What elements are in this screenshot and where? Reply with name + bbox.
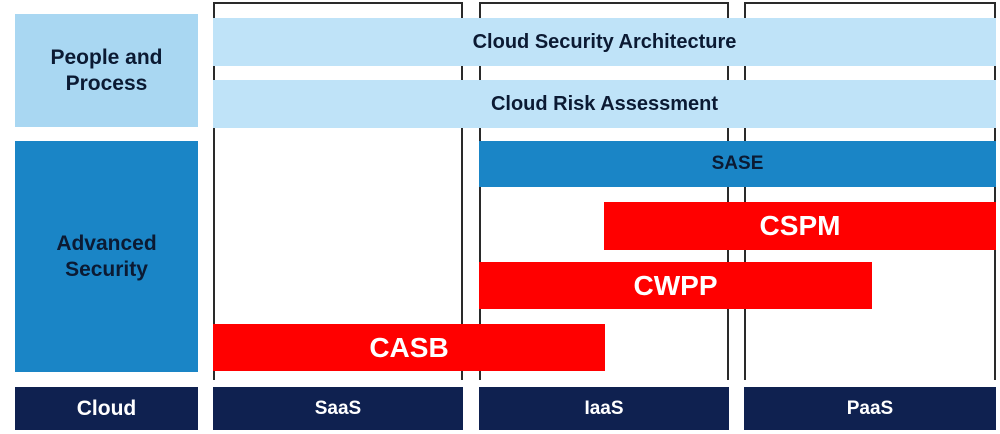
row-label-advanced-security-text: Advanced Security — [56, 231, 157, 281]
bar-casb-label: CASB — [369, 331, 449, 363]
column-header-iaas: IaaS — [479, 387, 729, 430]
bar-cspm-label: CSPM — [759, 210, 841, 241]
bar-cwpp: CWPP — [479, 262, 872, 309]
row-label-people-process-text: People and Process — [50, 45, 163, 95]
column-header-saas-label: SaaS — [314, 397, 362, 419]
row-label-people-process: People and Process — [15, 14, 198, 127]
column-header-iaas-label: IaaS — [584, 397, 624, 419]
bar-cspm: CSPM — [604, 202, 996, 250]
bar-sase-label: SASE — [711, 153, 764, 174]
column-header-saas: SaaS — [213, 387, 463, 430]
row-label-advanced-security: Advanced Security — [15, 141, 198, 372]
bar-cloud-risk-assessment-label: Cloud Risk Assessment — [490, 92, 719, 115]
bar-cwpp-label: CWPP — [633, 269, 718, 301]
row-label-cloud: Cloud — [15, 387, 198, 430]
bar-casb: CASB — [213, 324, 605, 371]
bar-cloud-risk-assessment: Cloud Risk Assessment — [213, 80, 996, 128]
column-header-paas-label: PaaS — [846, 397, 894, 419]
column-header-paas: PaaS — [744, 387, 996, 430]
bar-cloud-security-architecture-label: Cloud Security Architecture — [472, 30, 737, 53]
bar-cloud-security-architecture: Cloud Security Architecture — [213, 18, 996, 66]
row-label-cloud-text: Cloud — [76, 396, 137, 420]
bar-sase: SASE — [479, 141, 996, 187]
